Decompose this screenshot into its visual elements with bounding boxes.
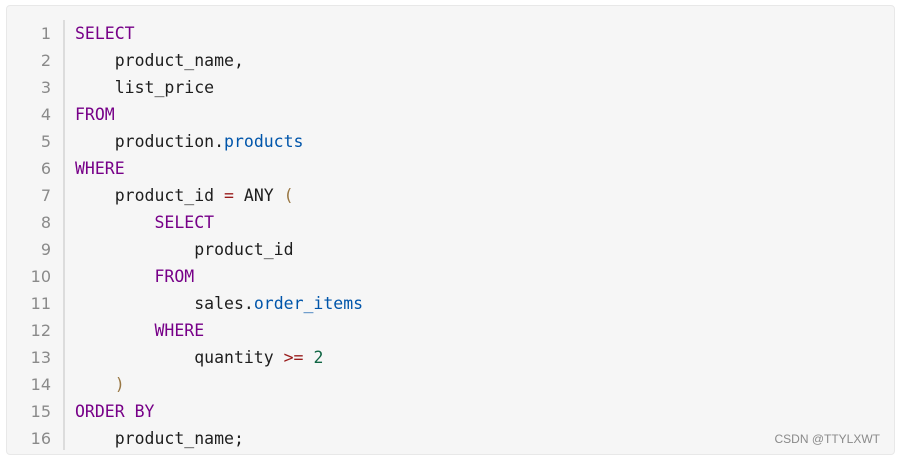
code-line: 10 FROM — [7, 263, 894, 290]
code-text: SELECT — [75, 20, 135, 47]
code-token: ) — [114, 375, 125, 394]
code-text: list_price — [75, 74, 214, 101]
code-text: FROM — [75, 101, 115, 128]
line-number: 6 — [40, 159, 51, 178]
line-number: 12 — [30, 321, 51, 340]
code-line: 11 sales.order_items — [7, 290, 894, 317]
code-text: WHERE — [75, 317, 204, 344]
line-number: 4 — [40, 105, 51, 124]
line-number: 5 — [40, 132, 51, 151]
code-token: quantity — [75, 348, 284, 367]
code-line: 14 ) — [7, 371, 894, 398]
code-token: . — [243, 294, 254, 313]
code-line: 6 WHERE — [7, 155, 894, 182]
code-line: 13 quantity >= 2 — [7, 344, 894, 371]
code-token: WHERE — [75, 159, 125, 178]
code-text: product_name, — [75, 47, 244, 74]
line-number: 15 — [30, 402, 51, 421]
code-text: FROM — [75, 263, 194, 290]
code-token: ( — [283, 186, 294, 205]
code-text: product_id = ANY ( — [75, 182, 294, 209]
code-token: products — [224, 132, 304, 151]
code-token: product_name; — [75, 429, 244, 448]
line-number: 8 — [40, 213, 51, 232]
code-token: = — [224, 186, 234, 205]
code-line: 8 SELECT — [7, 209, 894, 236]
code-token: order_items — [253, 294, 364, 313]
code-token: sales — [75, 294, 244, 313]
code-text: product_name; — [75, 425, 244, 452]
code-token — [75, 321, 154, 340]
code-line: 9 product_id — [7, 236, 894, 263]
code-text: production.products — [75, 128, 304, 155]
line-number: 3 — [40, 78, 51, 97]
code-token: production — [75, 132, 215, 151]
code-text: ORDER BY — [75, 398, 154, 425]
gutter-divider — [63, 20, 65, 450]
code-token: list_price — [75, 78, 215, 97]
code-token — [75, 375, 115, 394]
code-line: 16 product_name; — [7, 425, 894, 452]
code-token: product_name, — [75, 51, 244, 70]
line-number: 1 — [40, 24, 51, 43]
code-token: FROM — [154, 267, 195, 286]
code-token: ORDER BY — [75, 402, 155, 421]
watermark: CSDN @TTYLXWT — [774, 432, 880, 446]
code-text: sales.order_items — [75, 290, 363, 317]
line-number: 13 — [30, 348, 51, 367]
code-text: WHERE — [75, 155, 125, 182]
line-number: 16 — [30, 429, 51, 448]
code-token: >= — [283, 348, 304, 367]
code-line: 1 SELECT — [7, 20, 894, 47]
code-line: 4 FROM — [7, 101, 894, 128]
line-number: 11 — [30, 294, 51, 313]
code-token: SELECT — [75, 24, 135, 43]
code-token: . — [214, 132, 225, 151]
code-token — [75, 213, 154, 232]
code-token: 2 — [313, 348, 324, 367]
code-line: 3 list_price — [7, 74, 894, 101]
line-number: 9 — [40, 240, 51, 259]
line-number: 2 — [40, 51, 51, 70]
code-line: 5 production.products — [7, 128, 894, 155]
code-text: quantity >= 2 — [75, 344, 323, 371]
code-token — [304, 348, 314, 367]
code-token: FROM — [75, 105, 115, 124]
code-line: 15 ORDER BY — [7, 398, 894, 425]
code-line: 12 WHERE — [7, 317, 894, 344]
code-token: product_id — [75, 240, 294, 259]
code-token: ANY — [233, 186, 284, 205]
line-number: 10 — [30, 267, 51, 286]
line-number: 14 — [30, 375, 51, 394]
code-token: WHERE — [154, 321, 205, 340]
code-token: SELECT — [154, 213, 215, 232]
code-token — [75, 267, 154, 286]
code-line: 2 product_name, — [7, 47, 894, 74]
code-text: ) — [75, 371, 125, 398]
code-text: SELECT — [75, 209, 214, 236]
code-line: 7 product_id = ANY ( — [7, 182, 894, 209]
code-token: product_id — [75, 186, 225, 205]
line-number: 7 — [40, 186, 51, 205]
code-text: product_id — [75, 236, 294, 263]
